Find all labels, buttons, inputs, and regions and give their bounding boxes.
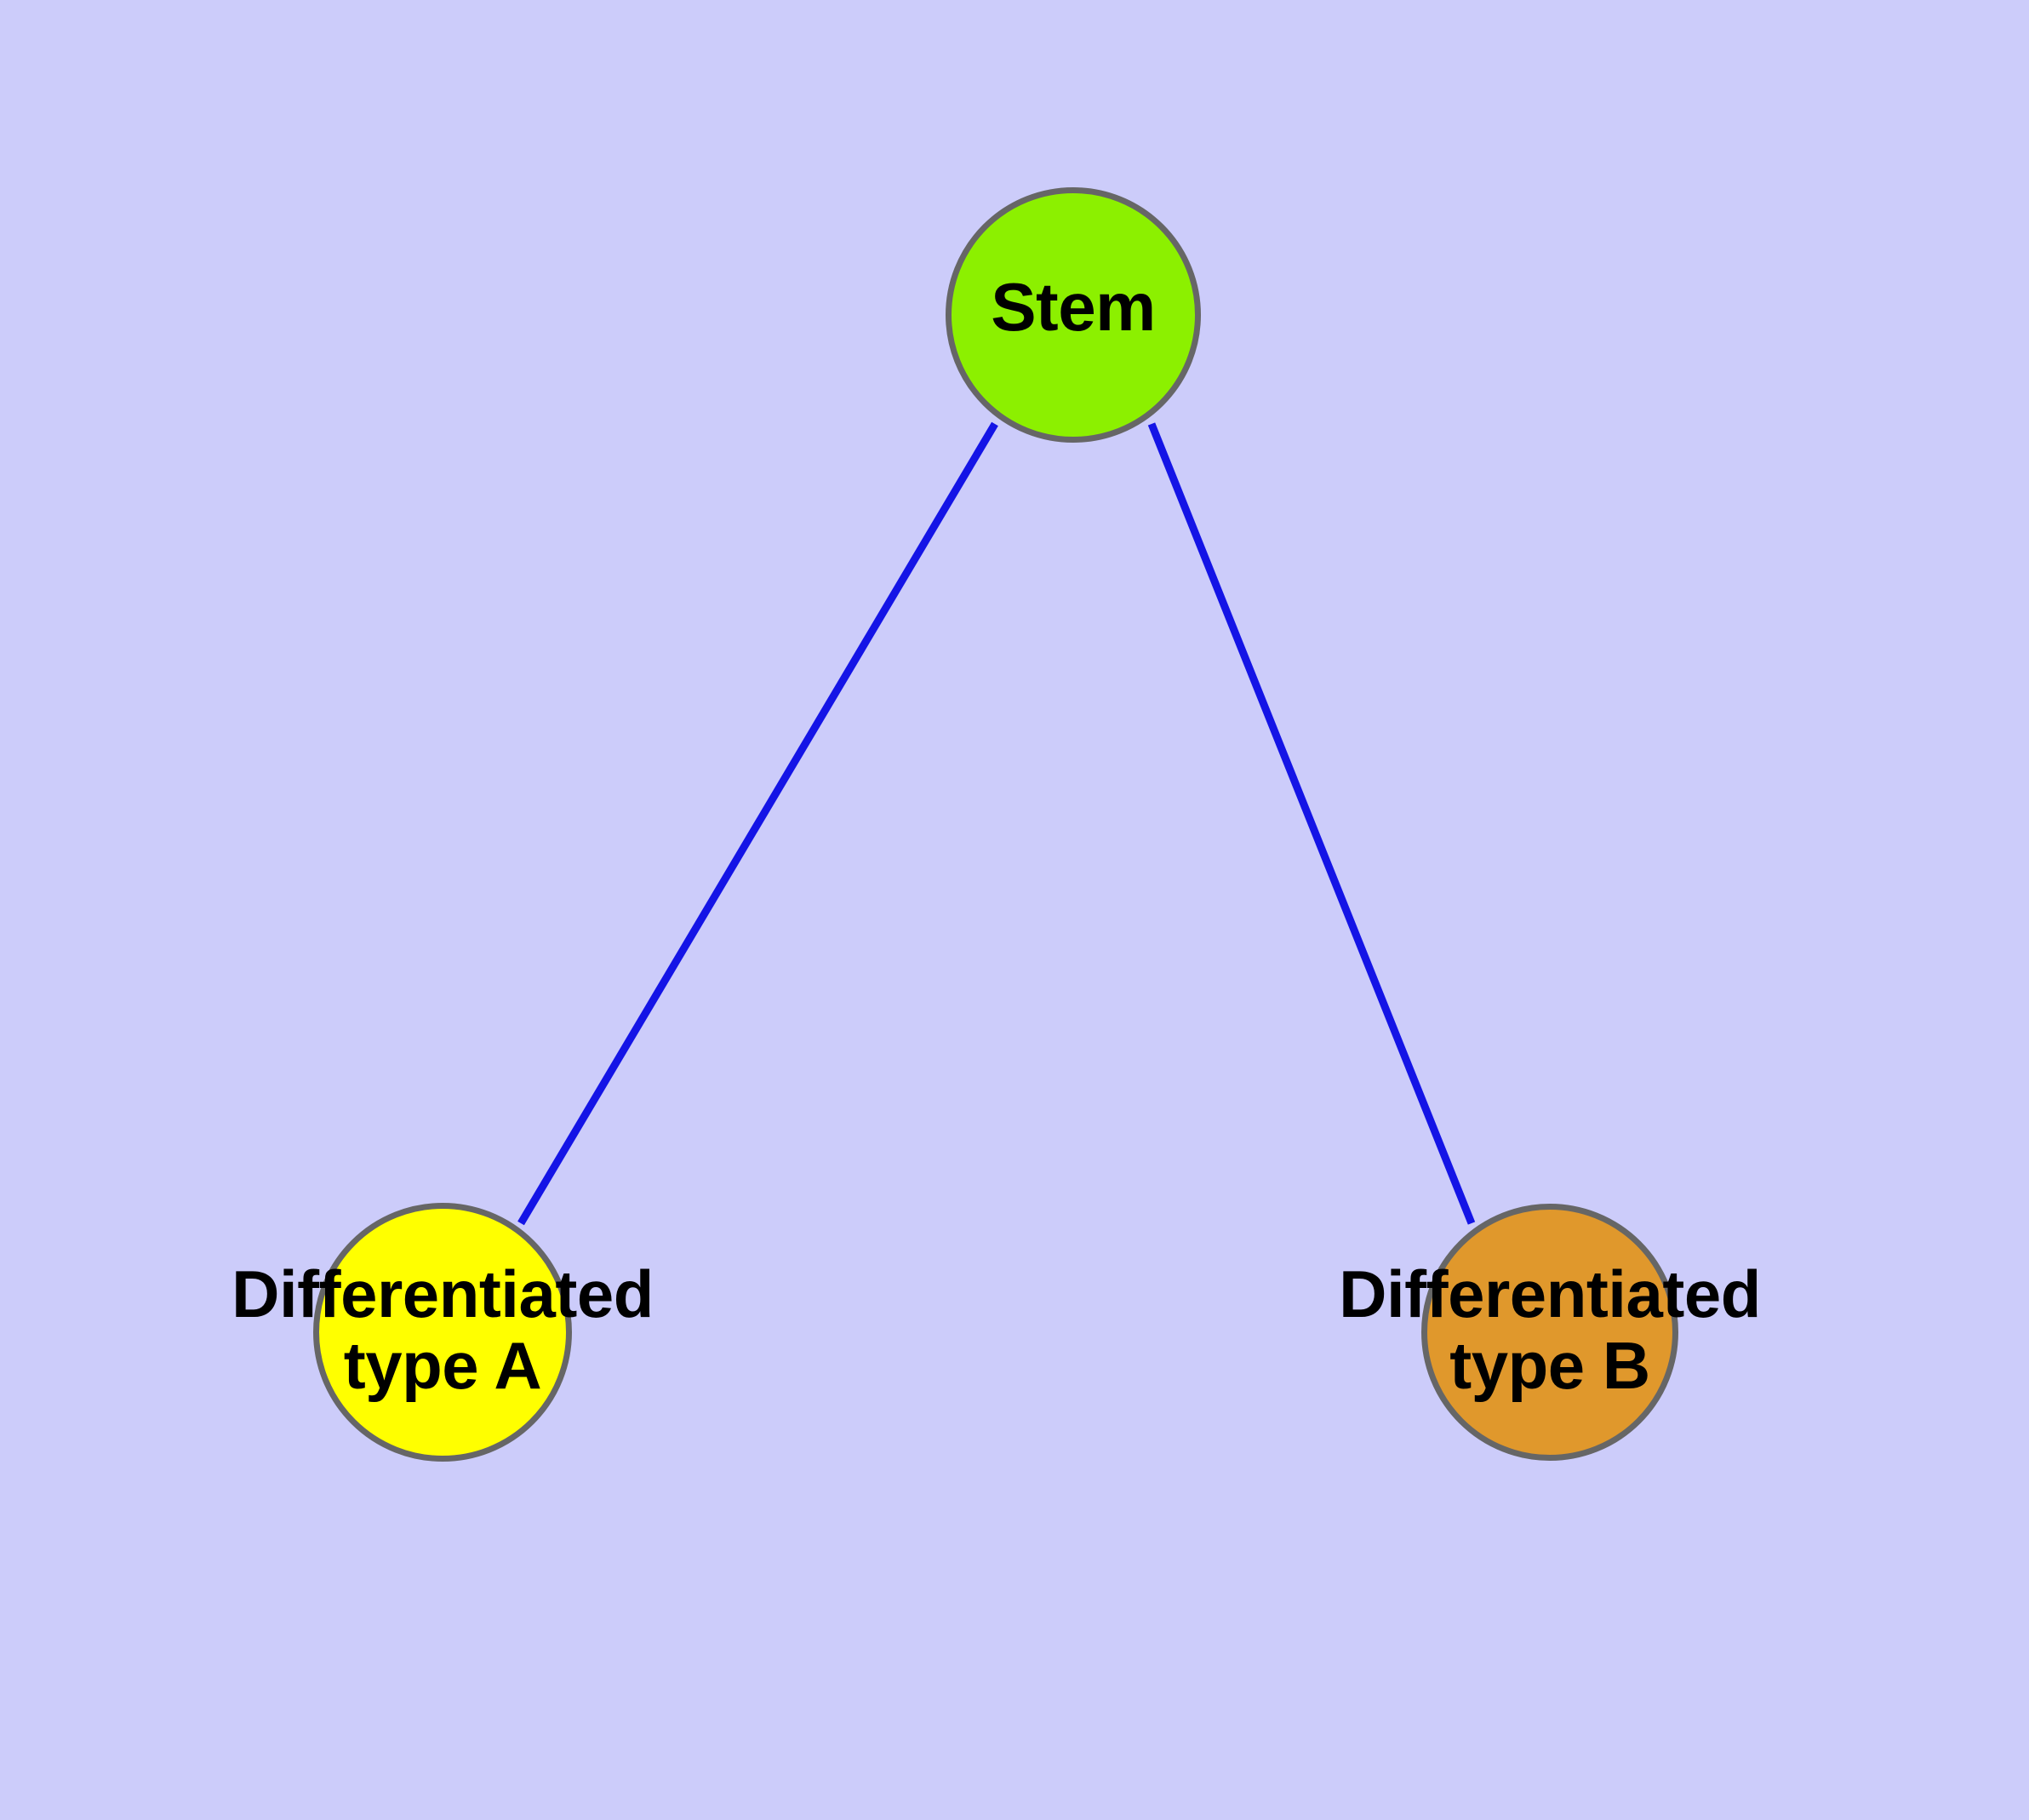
- node-label-stem: Stem: [991, 269, 1156, 345]
- node-label-differentiated-type-b: Differentiated type B: [1339, 1256, 1761, 1404]
- node-differentiated-type-b[interactable]: [1421, 1204, 1678, 1461]
- edge-stem-to-differentiated-type-b: [1147, 422, 1476, 1225]
- node-label-differentiated-type-a: Differentiated type A: [231, 1256, 654, 1404]
- edge-stem-to-differentiated-type-a: [517, 421, 998, 1226]
- node-stem[interactable]: [946, 187, 1201, 443]
- node-differentiated-type-a[interactable]: [313, 1203, 572, 1462]
